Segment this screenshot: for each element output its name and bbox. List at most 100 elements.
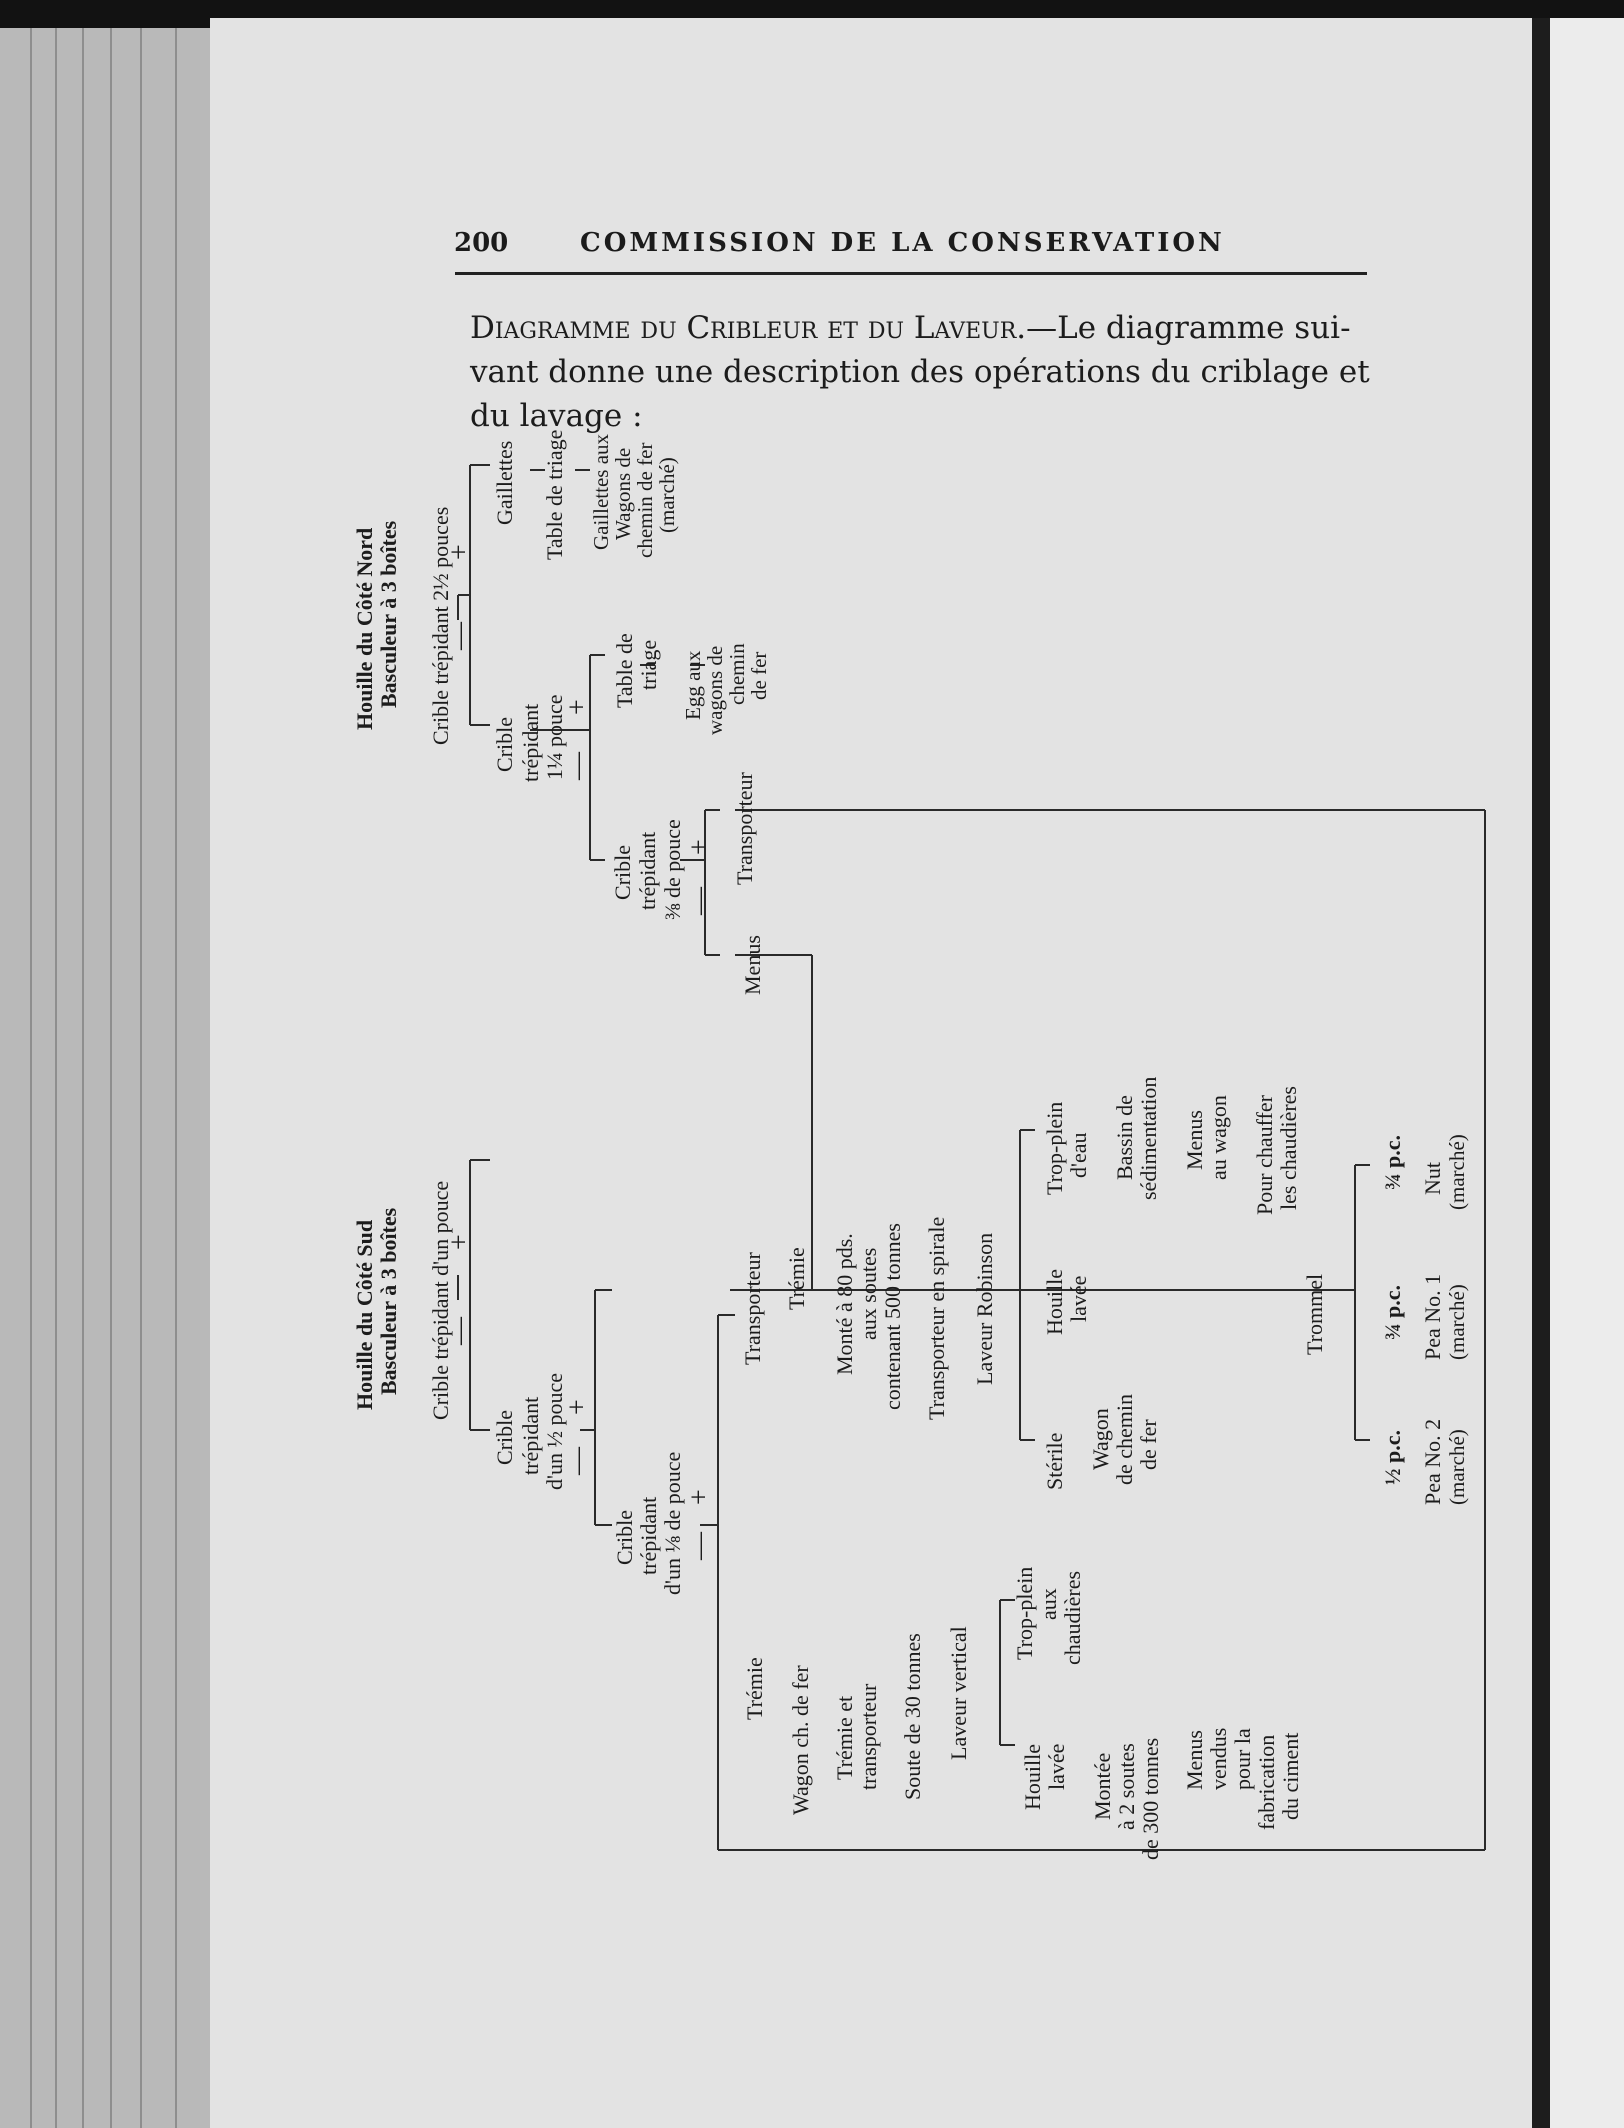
- nord-gaillettes-wagons-4: (marché): [655, 457, 679, 533]
- sud-monte-2: aux soutes: [856, 1248, 881, 1340]
- sud-soute30: Soute de 30 tonnes: [900, 1633, 925, 1800]
- size-three-quarter: ¾ p.c.: [1380, 1285, 1405, 1340]
- intro-paragraph: Diagramme du Cribleur et du Laveur.—Le d…: [470, 306, 1370, 438]
- sud-tremie: Trémie: [784, 1247, 809, 1310]
- sud-crible2-2: trépidant: [518, 1397, 543, 1475]
- sud-montee-3: de 300 tonnes: [1138, 1738, 1163, 1860]
- book-page: [210, 18, 1532, 2128]
- minus-sign: —: [562, 1446, 593, 1476]
- nord-gaillettes-wagons-3: chemin de fer: [633, 443, 657, 558]
- sud-menus-wagon-1: Menus: [1182, 1110, 1207, 1170]
- sud-montee-2: à 2 soutes: [1114, 1743, 1139, 1830]
- nord-source-line1: Houille du Côté Nord: [352, 528, 377, 730]
- sud-crible3-3: d'un ⅛ de pouce: [660, 1452, 685, 1595]
- size-three-quarter-2: ¾ p.c.: [1380, 1135, 1405, 1190]
- sud-menus-wagon-2: au wagon: [1206, 1095, 1231, 1180]
- sud-transporteur: Transporteur: [740, 1251, 765, 1365]
- sud-bassin-2: sédimentation: [1136, 1077, 1161, 1200]
- nord-crible3-1: Crible: [610, 845, 635, 900]
- nord-crible2-3: 1¼ pouce: [542, 694, 567, 780]
- sud-wagon-ch: Wagon ch. de fer: [788, 1665, 813, 1815]
- sud-monte-3: contenant 500 tonnes: [880, 1223, 905, 1410]
- nord-crible1: Crible trépidant 2½ pouces: [428, 507, 453, 745]
- nord-source-line2: Basculeur à 3 boîtes: [376, 520, 401, 708]
- sud-pea2-1: Pea No. 2: [1420, 1419, 1445, 1505]
- nord-egg-3: chemin: [725, 643, 749, 705]
- sud-menus-vendus-5: du ciment: [1278, 1733, 1303, 1820]
- plus-sign: +: [684, 839, 715, 855]
- sud-houille-lavee-1: Houille: [1042, 1269, 1067, 1335]
- minus-sign: —: [444, 621, 475, 651]
- sud-menus-vendus-1: Menus: [1182, 1730, 1207, 1790]
- nord-table-triage2-1: Table de: [612, 633, 637, 708]
- sud-sterile: Stérile: [1042, 1433, 1067, 1490]
- sud-menus-vendus-2: vendus: [1206, 1728, 1231, 1790]
- sud-source-line2: Basculeur à 3 boîtes: [376, 1207, 401, 1395]
- sud-crible3-2: trépidant: [636, 1497, 661, 1575]
- minus-sign: —: [684, 886, 715, 916]
- plus-sign: +: [684, 1489, 715, 1505]
- sud-houille-lavee2-2: lavée: [1044, 1744, 1069, 1790]
- minus-sign: —: [684, 1531, 715, 1561]
- nord-egg-2: wagons de: [703, 646, 727, 735]
- sud-tremie2: Trémie: [742, 1657, 767, 1720]
- plus-sign: +: [444, 1234, 475, 1250]
- nord-gaillettes-wagons-1: Gaillettes aux: [589, 433, 613, 550]
- sud-trop-plein-chaud-1: Trop-plein: [1012, 1567, 1037, 1660]
- minus-sign: —: [444, 1316, 475, 1346]
- sud-monte-1: Monté à 80 pds.: [832, 1233, 857, 1375]
- nord-gaillettes: Gaillettes: [492, 441, 517, 525]
- intro-heading: Diagramme du Cribleur et du Laveur.: [470, 310, 1027, 346]
- sud-wagon-fer-1: Wagon: [1088, 1408, 1113, 1470]
- nord-egg-4: de fer: [747, 652, 771, 700]
- nord-crible2-1: Crible: [492, 717, 517, 772]
- nord-menus: Menus: [740, 935, 765, 995]
- sud-trop-plein-chaud-2: aux: [1036, 1588, 1061, 1620]
- sud-menus-vendus-3: pour la: [1230, 1728, 1255, 1790]
- sud-branch: Houille du Côté Sud Basculeur à 3 boîtes…: [352, 1077, 1469, 1860]
- plus-sign: +: [562, 699, 593, 715]
- sud-wagon-fer-2: de chemin: [1112, 1394, 1137, 1485]
- sud-montee-1: Montée: [1090, 1753, 1115, 1820]
- sud-nut-1: Nut: [1420, 1162, 1445, 1195]
- sud-spirale: Transporteur en spirale: [924, 1217, 949, 1420]
- sud-tremie-transp-2: transporteur: [856, 1683, 881, 1790]
- book-page-stack: [0, 28, 210, 2128]
- sud-crible1: Crible trépidant d'un pouce: [428, 1181, 453, 1420]
- intro-text: —Le diagramme sui-vant donne une descrip…: [470, 310, 1370, 434]
- nord-crible3-2: trépidant: [635, 832, 660, 910]
- sud-menus-vendus-4: fabrication: [1254, 1735, 1279, 1830]
- nord-crible2-2: trépidant: [518, 704, 543, 782]
- sud-tremie-transp-1: Trémie et: [832, 1696, 857, 1780]
- sud-crible2-3: d'un ½ pouce: [542, 1373, 567, 1490]
- sud-crible3-1: Crible: [612, 1510, 637, 1565]
- plus-sign: +: [444, 544, 475, 560]
- nord-egg-1: Egg aux: [681, 650, 705, 720]
- sud-wagon-fer-3: de fer: [1136, 1419, 1161, 1470]
- sud-nut-2: (marché): [1445, 1134, 1469, 1210]
- nord-table-triage: Table de triage: [542, 430, 567, 560]
- sud-bassin-1: Bassin de: [1112, 1095, 1137, 1180]
- sud-trop-plein-eau-1: Trop-plein: [1042, 1102, 1067, 1195]
- nord-branch: Houille du Côté Nord Basculeur à 3 boîte…: [352, 430, 771, 995]
- diagram-lines: [457, 464, 1486, 1851]
- sud-trop-plein-chaud-3: chaudières: [1060, 1571, 1085, 1665]
- sud-pour-chauffer-1: Pour chauffer: [1252, 1094, 1277, 1215]
- next-page-edge: [1550, 18, 1624, 2128]
- sud-houille-lavee-2: lavée: [1066, 1276, 1091, 1322]
- sud-laveur-vertical: Laveur vertical: [946, 1626, 971, 1760]
- sud-pea1-2: (marché): [1445, 1284, 1469, 1360]
- size-half: ½ p.c.: [1380, 1430, 1405, 1485]
- sud-pour-chauffer-2: les chaudières: [1276, 1086, 1301, 1210]
- nord-table-triage2-2: triage: [636, 640, 661, 690]
- sud-houille-lavee2-1: Houille: [1020, 1744, 1045, 1810]
- nord-transporteur: Transporteur: [732, 771, 757, 885]
- book-gutter: [1532, 18, 1550, 2128]
- sud-pea1-1: Pea No. 1: [1420, 1274, 1445, 1360]
- nord-gaillettes-wagons-2: Wagons de: [611, 448, 635, 540]
- page-number: 200: [454, 228, 509, 258]
- sud-crible2-1: Crible: [492, 1410, 517, 1465]
- nord-crible3-3: ⅜ de pouce: [660, 819, 685, 920]
- header-rule: [455, 272, 1367, 275]
